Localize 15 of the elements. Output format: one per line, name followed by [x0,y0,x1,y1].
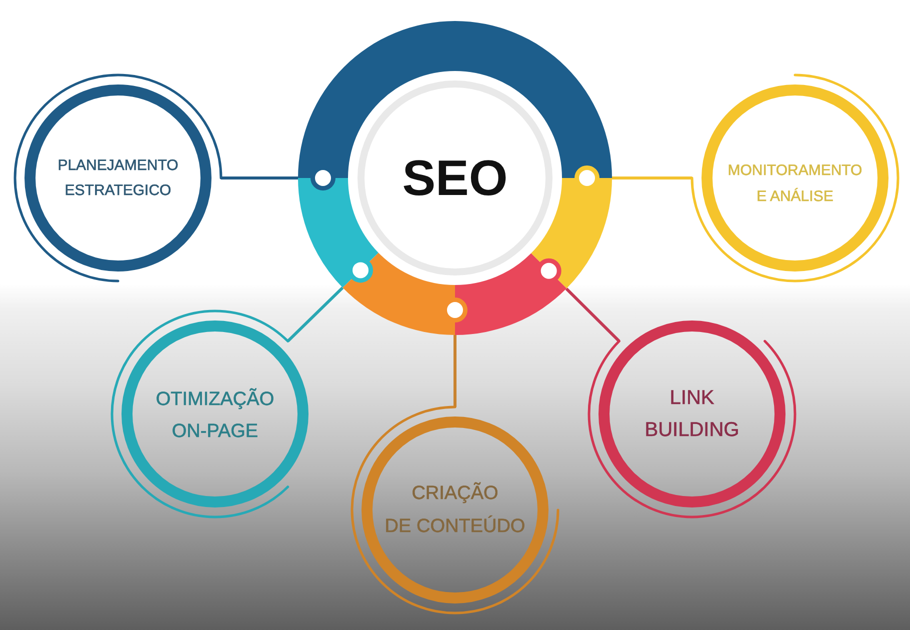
topic-label: PLANEJAMENTO ESTRATEGICO [58,156,178,201]
hub-label: SEO [402,150,508,206]
topic-label: OTIMIZAÇÃO ON-PAGE [156,387,274,444]
topic-label: CRIAÇÃO DE CONTEÚDO [384,481,526,539]
connector-line [454,335,456,407]
topic-circle [13,73,223,283]
topic-label: MONITORAMENTO E ANÁLISE [728,161,862,207]
topic-circle [350,405,560,615]
connector-line [565,288,620,342]
hub-circle [298,21,612,335]
topic-circle [690,73,900,283]
connector-line [221,176,298,180]
topic-label: LINK BUILDING [644,386,740,443]
connector-line [612,176,692,180]
connector-line [286,286,344,342]
